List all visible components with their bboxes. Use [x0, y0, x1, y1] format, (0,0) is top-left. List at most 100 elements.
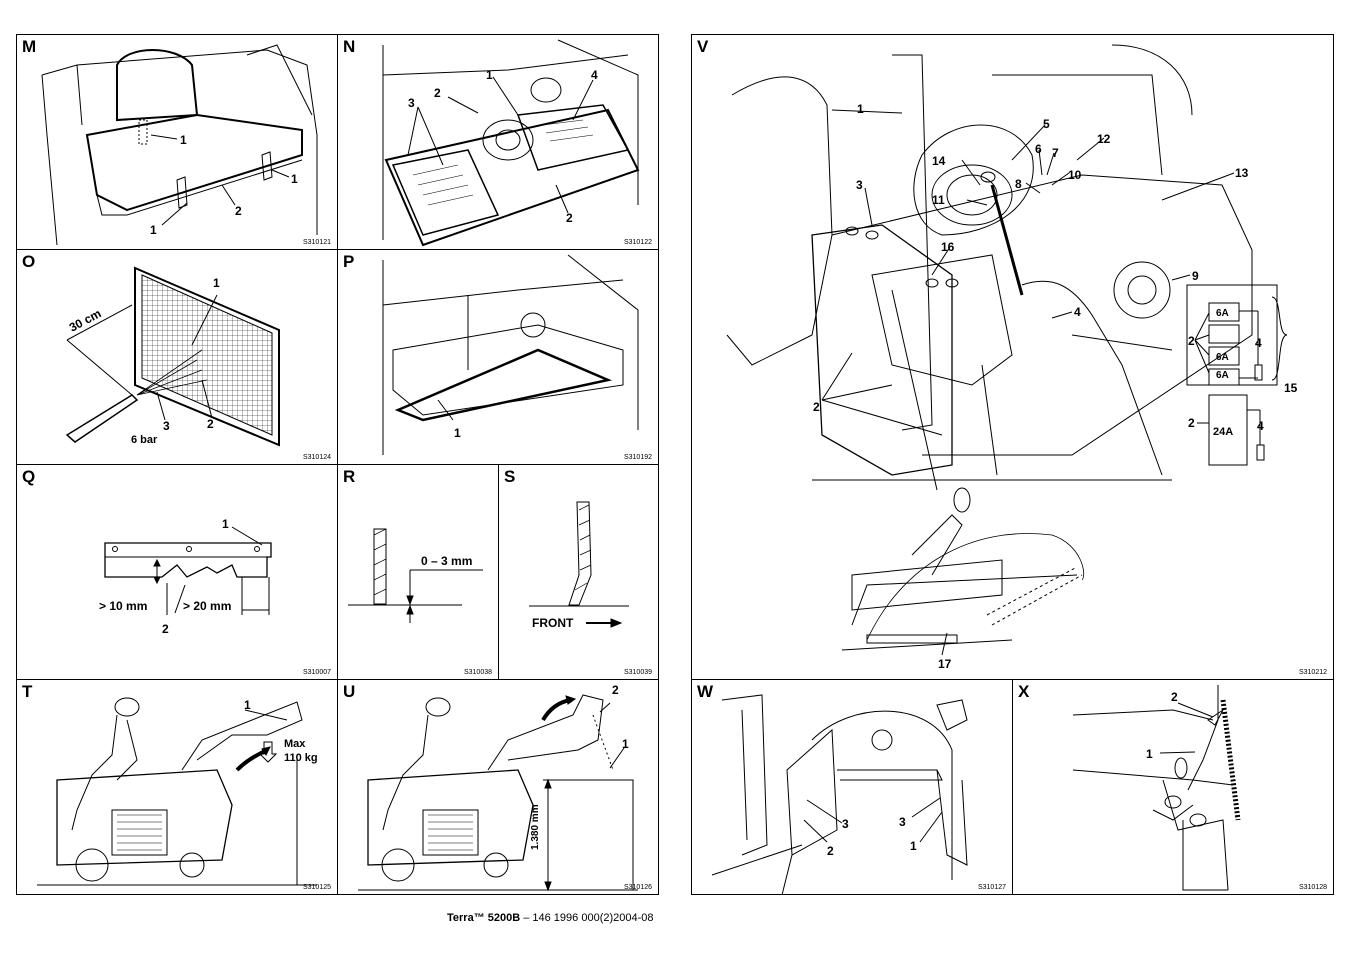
drawing-code: S310039 — [623, 669, 652, 676]
compartment-seal-illustration: 1 — [382, 254, 639, 455]
callout-4: 4 — [591, 68, 598, 82]
callout-6: 6 — [1035, 142, 1042, 156]
figure-panel-w: W 3 2 3 1 S310127 — [691, 679, 1013, 895]
callout-1: 1 — [1146, 747, 1153, 761]
panel-letter: X — [1018, 682, 1030, 701]
fuse-6a-label: 6A — [1216, 308, 1229, 319]
max-label: Max — [284, 738, 306, 750]
figure-panel-n: N 1 2 3 4 2 S310122 — [337, 34, 659, 250]
callout-1: 1 — [180, 133, 187, 147]
callout-1: 1 — [244, 698, 251, 712]
callout-13: 13 — [1235, 166, 1249, 180]
callout-3: 3 — [842, 817, 849, 831]
callout-1: 1 — [150, 223, 157, 237]
callout-1: 1 — [454, 426, 461, 440]
callout-1: 1 — [486, 68, 493, 82]
cable-adjustment-illustration: 2 1 — [1072, 685, 1241, 891]
callout-1: 1 — [291, 172, 298, 186]
panel-letter: U — [343, 682, 356, 701]
callout-2: 2 — [612, 683, 619, 697]
drawing-code: S310038 — [463, 669, 492, 676]
panel-letter: O — [22, 252, 36, 271]
pressure-label: 6 bar — [131, 434, 158, 446]
side-skirt-front-illustration: FRONT — [529, 501, 629, 630]
figure-panel-t: T 1 Max 110 kg S310125 — [16, 679, 338, 895]
figure-panel-x: X 2 1 S310128 — [1012, 679, 1334, 895]
callout-1: 1 — [857, 102, 864, 116]
callout-4: 4 — [1257, 419, 1264, 433]
callout-2: 2 — [1188, 416, 1195, 430]
callout-2: 2 — [434, 86, 441, 100]
panel-letter: P — [343, 252, 355, 271]
callout-2: 2 — [162, 622, 169, 636]
drawing-code: S310124 — [302, 454, 331, 461]
fuse-6a-label: 6A — [1216, 352, 1229, 363]
seat-illustration: 1 1 1 2 — [41, 44, 318, 246]
callout-3: 3 — [408, 96, 415, 110]
panel-letter: M — [22, 37, 37, 56]
hopper-dump-illustration: 2 1 1.380 mm — [358, 683, 638, 892]
callout-4: 4 — [1074, 305, 1081, 319]
drawing-code: S310128 — [1298, 884, 1327, 891]
clearance-label: 0 – 3 mm — [421, 554, 472, 568]
drawing-code: S310122 — [623, 239, 652, 246]
callout-7: 7 — [1052, 146, 1059, 160]
drawing-code: S310192 — [623, 454, 652, 461]
callout-4: 4 — [1255, 336, 1262, 350]
figure-panel-s: S FRONT S310039 — [498, 464, 659, 680]
figure-panel-o: O 1 30 cm 3 6 bar 2 S310124 — [16, 249, 338, 465]
callout-1: 1 — [910, 839, 917, 853]
wear-limit-20mm: > 20 mm — [183, 599, 231, 613]
callout-16: 16 — [941, 240, 955, 254]
document-footer: Terra™ 5200B – 146 1996 000(2)2004-08 — [447, 912, 654, 924]
callout-14: 14 — [932, 154, 946, 168]
callout-15: 15 — [1284, 381, 1298, 395]
callout-1: 1 — [222, 517, 229, 531]
callout-2: 2 — [1188, 334, 1195, 348]
product-name: Terra™ 5200B — [447, 912, 521, 924]
callout-11: 11 — [932, 193, 945, 207]
callout-12: 12 — [1097, 132, 1111, 146]
blade-wear-illustration: 1 > 10 mm > 20 mm 2 — [99, 517, 272, 636]
panel-letter: V — [697, 37, 709, 56]
callout-1: 1 — [213, 276, 220, 290]
document-number: – 146 1996 000(2)2004-08 — [520, 912, 654, 924]
figure-panel-m: M 1 1 1 2 S310121 — [16, 34, 338, 250]
callout-3: 3 — [163, 419, 170, 433]
wear-limit-10mm: > 10 mm — [99, 599, 147, 613]
panel-letter: W — [697, 682, 714, 701]
callout-3: 3 — [899, 815, 906, 829]
callout-2: 2 — [207, 417, 214, 431]
callout-2: 2 — [235, 204, 242, 218]
filter-cleaning-illustration: 1 30 cm 3 6 bar 2 — [65, 266, 280, 447]
drawing-code: S310121 — [302, 239, 331, 246]
panel-letter: Q — [22, 467, 36, 486]
filter-compartment-illustration: 1 2 3 4 2 — [382, 39, 640, 247]
figure-panel-v: V — [691, 34, 1334, 680]
panel-letter: R — [343, 467, 356, 486]
figure-panel-r: R 0 – 3 mm S310038 — [337, 464, 499, 680]
callout-10: 10 — [1068, 168, 1082, 182]
figure-panel-q: Q 1 > 10 mm > 20 mm 2 S310007 — [16, 464, 338, 680]
panel-letter: T — [22, 682, 33, 701]
panel-letter: N — [343, 37, 356, 56]
side-skirt-illustration: 0 – 3 mm — [348, 528, 483, 623]
drawing-code: S310126 — [623, 884, 652, 891]
figure-panel-u: U 2 1 1.380 mm S310126 — [337, 679, 659, 895]
fuse-6a-label: 6A — [1216, 370, 1229, 381]
dump-height-label: 1.380 mm — [530, 804, 541, 850]
engine-bay-illustration: 1 3 5 6 7 12 14 8 10 11 13 16 9 4 2 6A 6… — [726, 44, 1298, 671]
drawing-code: S310007 — [302, 669, 331, 676]
side-broom-illustration: 3 2 3 1 — [711, 694, 968, 894]
callout-9: 9 — [1192, 269, 1199, 283]
drawing-code: S310125 — [302, 884, 331, 891]
callout-2: 2 — [827, 844, 834, 858]
drawing-code: S310127 — [977, 884, 1006, 891]
figure-panel-p: P 1 S310192 — [337, 249, 659, 465]
callout-5: 5 — [1043, 117, 1050, 131]
callout-2: 2 — [1171, 690, 1178, 704]
callout-3: 3 — [856, 178, 863, 192]
callout-17: 17 — [938, 657, 952, 671]
callout-2: 2 — [566, 211, 573, 225]
callout-8: 8 — [1015, 177, 1022, 191]
